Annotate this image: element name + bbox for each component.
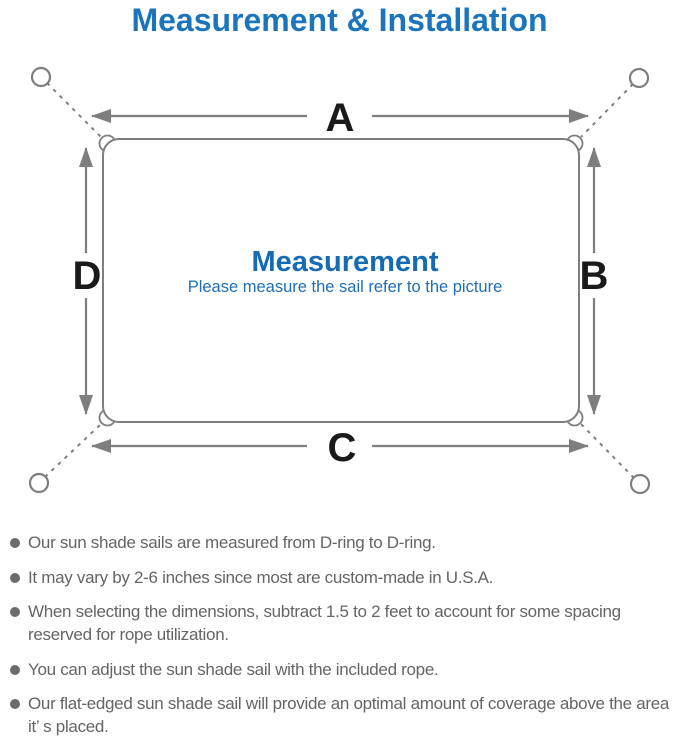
diagram-center-subtitle: Please measure the sail refer to the pic…: [188, 278, 503, 296]
page-title: Measurement & Installation: [131, 2, 548, 38]
note-item: Our sun shade sails are measured from D-…: [10, 531, 677, 554]
anchor-ring-bottom-left: [28, 472, 50, 494]
bullet-icon: [10, 538, 20, 548]
dim-label-c: C: [328, 426, 357, 470]
rope-dashed-top-left: [46, 82, 102, 138]
note-item: You can adjust the sun shade sail with t…: [10, 658, 677, 681]
bullet-icon: [10, 572, 20, 583]
bullet-icon: [10, 607, 20, 617]
anchor-ring-top-right: [628, 67, 650, 89]
anchor-ring-bottom-right: [629, 473, 651, 495]
note-text: When selecting the dimensions, subtract …: [28, 602, 621, 644]
bullet-icon: [10, 664, 20, 675]
anchor-ring-top-left: [30, 66, 52, 88]
bullet-icon: [10, 699, 20, 709]
rope-dashed-top-right: [580, 83, 634, 138]
note-item: Our flat-edged sun shade sail will provi…: [10, 692, 677, 738]
measurement-notes: Our sun shade sails are measured from D-…: [0, 531, 679, 750]
dim-label-b: B: [580, 254, 609, 298]
note-item: When selecting the dimensions, subtract …: [10, 600, 677, 646]
note-text: You can adjust the sun shade sail with t…: [28, 659, 439, 679]
rope-dashed-bottom-left: [44, 423, 102, 478]
diagram-center-title: Measurement: [252, 246, 439, 278]
dim-label-d: D: [73, 254, 102, 298]
note-text: Our flat-edged sun shade sail will provi…: [28, 694, 670, 736]
measurement-diagram: A B C D Measurement Please measure the s…: [0, 55, 679, 515]
note-text: It may vary by 2-6 inches since most are…: [28, 567, 494, 587]
note-text: Our sun shade sails are measured from D-…: [28, 533, 436, 552]
note-item: It may vary by 2-6 inches since most are…: [10, 566, 677, 589]
sail-outline: [102, 138, 580, 423]
rope-dashed-bottom-right: [580, 423, 635, 479]
dim-label-a: A: [326, 96, 355, 140]
